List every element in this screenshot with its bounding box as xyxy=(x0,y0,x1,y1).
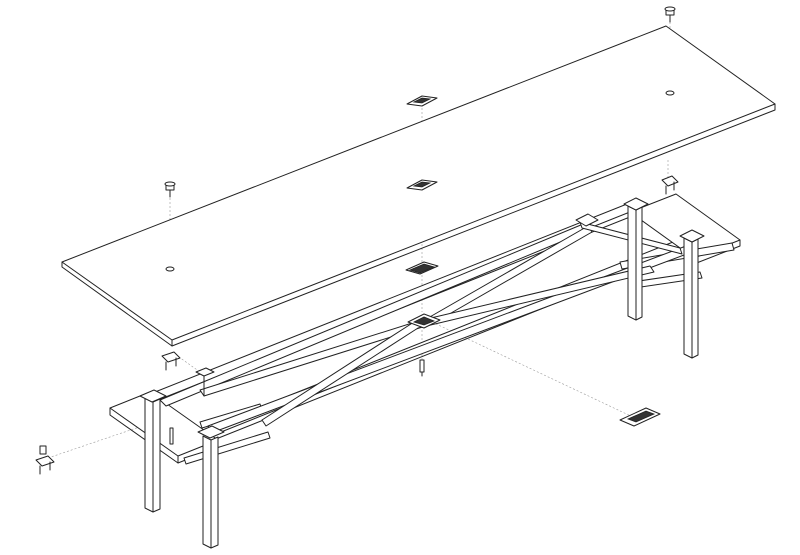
top-hole-left xyxy=(165,266,175,272)
legs xyxy=(139,197,705,549)
top-hole-right xyxy=(665,90,675,96)
corner-clamp-left-lower xyxy=(35,445,55,475)
center-plate-middle xyxy=(406,179,438,191)
center-plate-upper xyxy=(406,95,438,107)
top-fastener-left xyxy=(164,181,176,198)
bolt-center xyxy=(419,359,425,377)
center-plate-lower xyxy=(619,407,661,427)
top-fastener-right xyxy=(664,6,676,23)
corner-clamp-left-upper xyxy=(161,351,181,371)
corner-clamp-right xyxy=(661,175,679,195)
bolt-left xyxy=(169,427,174,445)
